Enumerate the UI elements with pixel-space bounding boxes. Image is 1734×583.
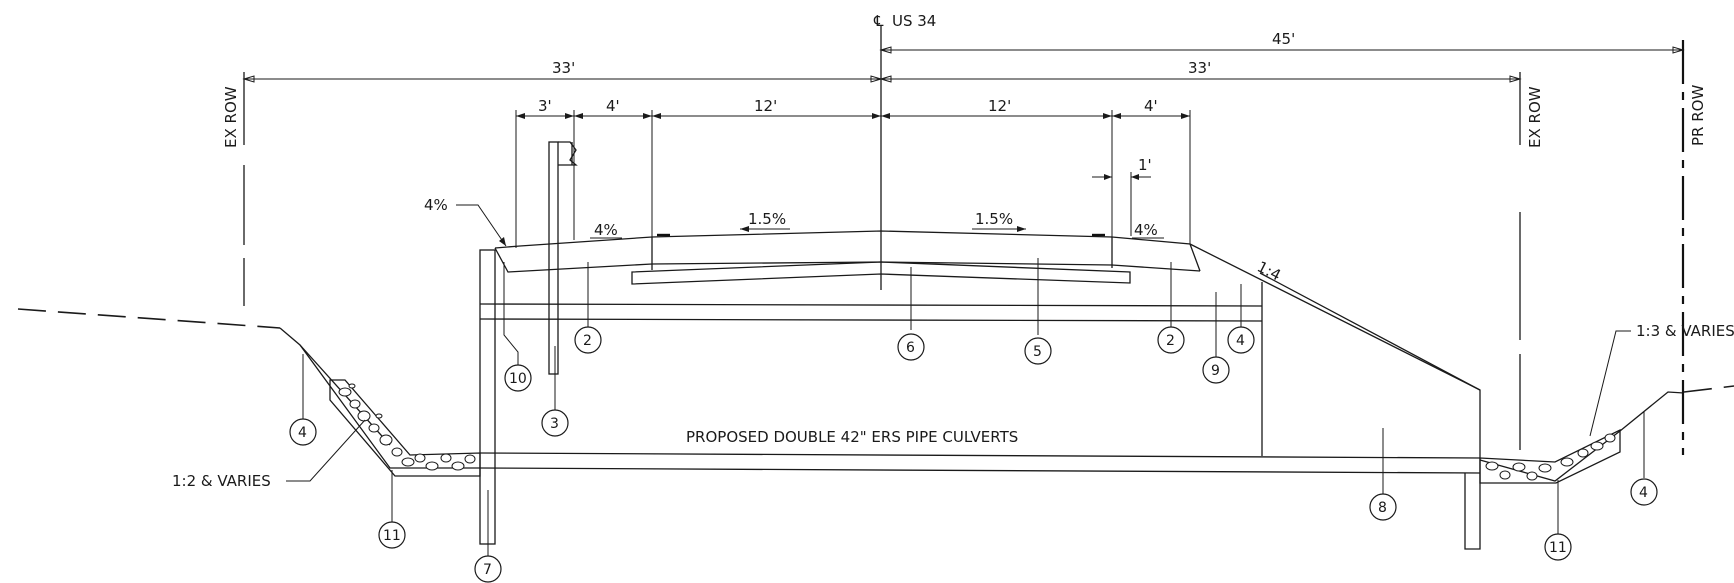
dim-45: 45'	[1272, 30, 1295, 48]
svg-text:11: 11	[383, 528, 401, 544]
slope-4pct-left: 4%	[594, 221, 618, 239]
culvert-label: PROPOSED DOUBLE 42" ERS PIPE CULVERTS	[686, 428, 1018, 446]
svg-text:10: 10	[509, 371, 527, 387]
centerline-symbol: ℄	[873, 12, 884, 30]
callout-bubble-5: 5	[1024, 337, 1052, 365]
svg-text:3: 3	[550, 416, 559, 432]
svg-text:2: 2	[583, 333, 592, 349]
callout-bubble-11-right: 11	[1544, 533, 1572, 561]
riprap-right	[1479, 428, 1621, 484]
svg-text:4: 4	[1639, 485, 1648, 501]
callout-bubble-3: 3	[541, 409, 569, 437]
callout-bubble-4-right: 4	[1630, 478, 1658, 506]
roadway-section	[479, 141, 1481, 391]
callout-bubble-9: 9	[1202, 356, 1230, 384]
dim-4-left: 4'	[606, 97, 620, 115]
centerline-label: US 34	[892, 12, 936, 30]
callout-bubble-11-left: 11	[378, 521, 406, 549]
dim-33-left: 33'	[552, 59, 575, 77]
dim-1: 1'	[1138, 156, 1152, 174]
slope-1-4: 1:4	[1254, 258, 1284, 285]
svg-text:2: 2	[1166, 333, 1175, 349]
dim-3: 3'	[538, 97, 552, 115]
existing-ground-left	[17, 308, 480, 469]
dim-4-right: 4'	[1144, 97, 1158, 115]
callout-leaders	[302, 258, 1645, 560]
dim-12-right: 12'	[988, 97, 1011, 115]
dim-33-right: 33'	[1188, 59, 1211, 77]
ex-row-left: EX ROW	[222, 72, 245, 306]
slope-left-varies: 1:2 & VARIES	[172, 472, 271, 490]
callout-bubble-10: 10	[504, 364, 532, 392]
slope-1-5pct-left: 1.5%	[748, 210, 786, 228]
callout-bubble-4-mid: 4	[1227, 326, 1255, 354]
slope-4pct-right: 4%	[1134, 221, 1158, 239]
svg-text:6: 6	[906, 340, 915, 356]
svg-text:4: 4	[1236, 333, 1245, 349]
svg-text:11: 11	[1549, 540, 1567, 556]
slope-4pct-outer: 4%	[424, 196, 448, 214]
dimension-lines: 45' 33' 33' 3' 4' 12' 12' 4' 1'	[242, 30, 1685, 248]
callout-bubble-2-left: 2	[574, 326, 602, 354]
ex-row-left-label: EX ROW	[222, 86, 240, 148]
pr-row: PR ROW	[1681, 40, 1707, 455]
riprap-left	[329, 379, 481, 477]
callout-bubble-4-left: 4	[289, 418, 317, 446]
svg-text:5: 5	[1033, 344, 1042, 360]
ex-row-right: EX ROW	[1519, 72, 1544, 450]
svg-text:9: 9	[1211, 363, 1220, 379]
slope-1-5pct-right: 1.5%	[975, 210, 1013, 228]
callout-bubble-6: 6	[897, 333, 925, 361]
callout-bubble-2-right: 2	[1157, 326, 1185, 354]
slope-right-varies: 1:3 & VARIES	[1636, 322, 1734, 340]
centerline: ℄ US 34	[873, 12, 936, 290]
svg-text:8: 8	[1378, 500, 1387, 516]
callout-bubble-7: 7	[474, 555, 502, 583]
svg-text:7: 7	[483, 562, 492, 578]
ex-row-right-label: EX ROW	[1526, 86, 1544, 148]
pipe-culvert	[479, 249, 1481, 550]
svg-text:4: 4	[298, 425, 307, 441]
pr-row-label: PR ROW	[1689, 85, 1707, 146]
callout-bubble-8: 8	[1369, 493, 1397, 521]
dim-12-left: 12'	[754, 97, 777, 115]
